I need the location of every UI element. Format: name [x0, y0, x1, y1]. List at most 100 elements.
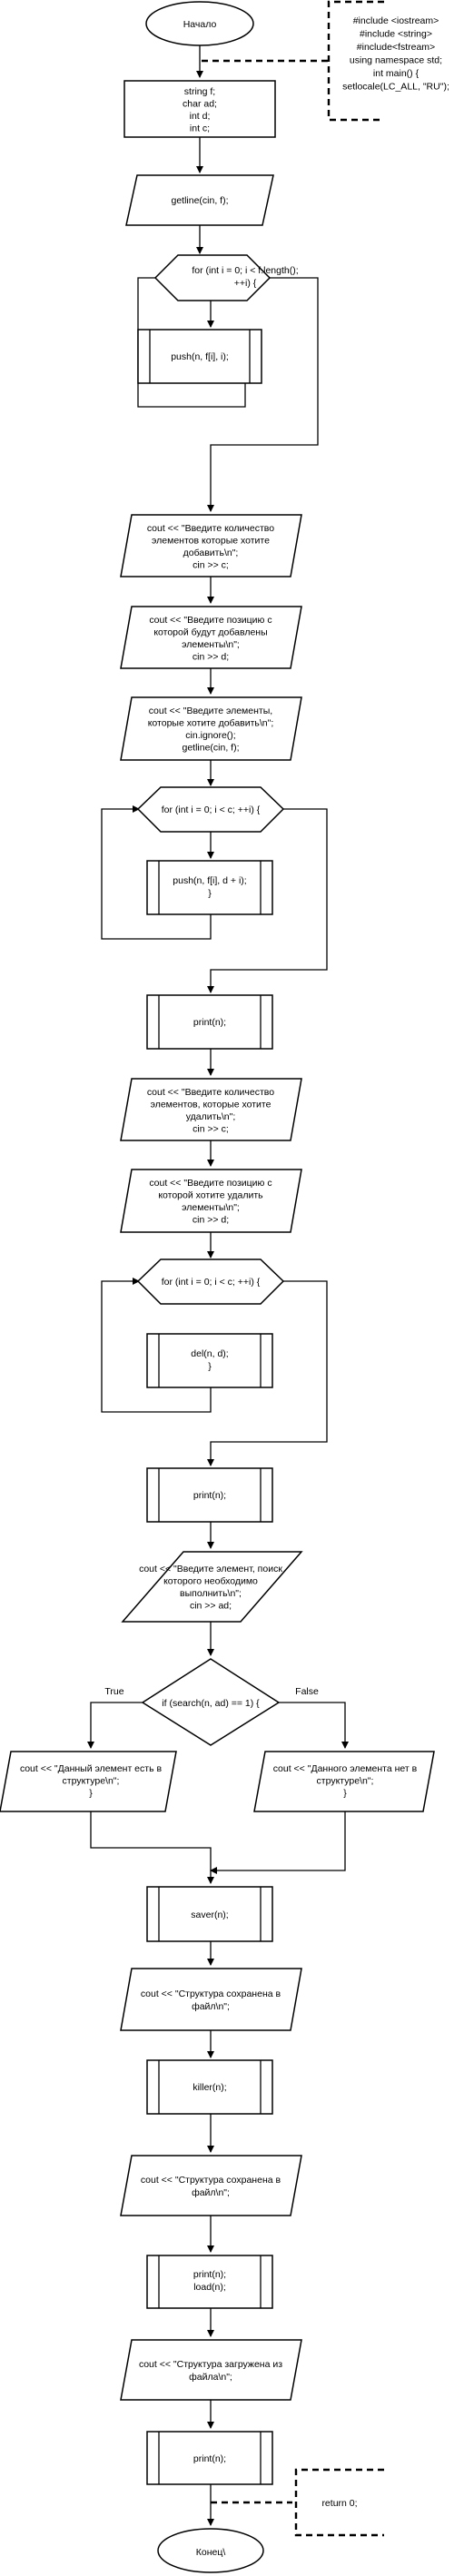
label-line: cout << "Структура сохранена в — [141, 2175, 281, 2186]
label-line: for (int i = 0; i < c; ++i) { — [162, 1277, 261, 1288]
killer-text: killer(n); — [193, 2082, 226, 2093]
print1-subprocess — [146, 994, 273, 1050]
loop3-preparation — [136, 1258, 285, 1305]
label-line: cout << "Введите количество — [147, 523, 274, 534]
label-line: } — [343, 1788, 347, 1799]
label-line: удалить\n"; — [186, 1111, 236, 1122]
edge-loop-exit — [207, 1280, 328, 1466]
getline-io — [125, 174, 274, 226]
label-line: которые хотите добавить\n"; — [148, 718, 274, 729]
false-branch-label: False — [295, 1686, 319, 1697]
note-return-bracket — [294, 2468, 384, 2537]
loop1-preparation — [153, 254, 271, 301]
declarations-process — [123, 80, 276, 138]
label-line: элементы\n"; — [182, 639, 240, 650]
label-line: cout << "Структура сохранена в — [141, 1989, 281, 1999]
label-line: cout << "Структура загружена из — [139, 2359, 282, 2370]
label-line: if (search(n, ad) == 1) { — [162, 1698, 260, 1709]
label-line: int d; — [190, 111, 211, 122]
label-line: выполнить\n"; — [180, 1588, 242, 1599]
label-line: Конец\ — [196, 2547, 226, 2558]
label-line: добавить\n"; — [183, 548, 239, 558]
label-line: cout << "Введите элемент, поиск — [139, 1564, 282, 1574]
label-line: del(n, d); — [191, 1348, 228, 1359]
end-label: Конец\ — [196, 2547, 226, 2558]
label-line: return 0; — [321, 2498, 357, 2509]
print3-subprocess — [146, 2431, 273, 2485]
input-elements-io — [120, 696, 302, 761]
label-line: saver(n); — [191, 1910, 228, 1920]
flowchart-edges — [87, 45, 349, 2526]
label-line: элементы\n"; — [182, 1202, 240, 1213]
label-line: cin >> c; — [193, 560, 229, 571]
label-line: push(n, f[i], d + i); — [173, 875, 246, 886]
not-found-output-io — [253, 1751, 435, 1812]
decision-text: if (search(n, ad) == 1) { — [162, 1698, 260, 1709]
label-line: char ad; — [183, 99, 217, 110]
label-line: #include <iostream> — [353, 15, 439, 26]
note-includes-bracket — [327, 0, 384, 122]
label-line: setlocale(LC_ALL, "RU"); — [342, 82, 449, 93]
print2-text: print(n); — [193, 1490, 226, 1501]
label-line: print(n); — [193, 2453, 226, 2464]
start-terminator — [145, 1, 254, 46]
print2-subprocess — [146, 1467, 273, 1523]
push2-subprocess — [146, 860, 273, 915]
push1-subprocess — [137, 329, 262, 384]
label-line: string f; — [184, 86, 215, 97]
loop2-text: for (int i = 0; i < c; ++i) { — [162, 804, 261, 815]
label-line: cout << "Данный элемент есть в — [20, 1763, 163, 1774]
label-line: Начало — [183, 19, 217, 30]
print-load-subprocess — [146, 2255, 273, 2309]
loop1-text: for (int i = 0; i < f.length();++i) { — [192, 265, 298, 289]
end-terminator — [157, 2528, 264, 2573]
label-line: cout << "Введите элементы, — [149, 706, 272, 716]
label-line: getline(cin, f); — [182, 743, 239, 754]
label-line: killer(n); — [193, 2082, 226, 2093]
label-line: print(n); — [193, 1490, 226, 1501]
loop2-preparation — [136, 786, 285, 833]
label-line: cin >> d; — [193, 1215, 229, 1226]
label-line: #include<fstream> — [357, 42, 435, 53]
label-line: структуре\n"; — [317, 1776, 374, 1787]
delete-position-io — [120, 1169, 302, 1233]
note-includes-text: #include <iostream>#include <string>#inc… — [342, 15, 449, 93]
label-line: cin >> d; — [193, 652, 229, 663]
label-line: cin.ignore(); — [185, 730, 235, 741]
label-line: load(n); — [193, 2282, 226, 2293]
print3-text: print(n); — [193, 2453, 226, 2464]
getline-text: getline(cin, f); — [171, 195, 228, 206]
label-line: cout << "Введите позицию с — [149, 1178, 271, 1189]
loaded-output-io — [120, 2339, 302, 2401]
declarations-text: string f;char ad;int d;int c; — [183, 86, 217, 134]
label-line: cin >> ad; — [190, 1601, 232, 1612]
edge-loop-back — [137, 274, 246, 408]
input-position-io — [120, 606, 302, 669]
search-decision — [141, 1658, 281, 1746]
search-input-io — [121, 1551, 303, 1623]
input-count-io — [120, 514, 302, 577]
edge-false-branch — [279, 1702, 349, 1749]
start-label: Начало — [183, 19, 217, 30]
label-line: push(n, f[i], i); — [171, 351, 229, 362]
edge-loop-exit — [207, 277, 319, 512]
edge-loop-back — [101, 1278, 212, 1413]
saver-subprocess — [146, 1886, 273, 1942]
label-line: } — [208, 1361, 212, 1372]
print1-text: print(n); — [193, 1017, 226, 1028]
label-line: for (int i = 0; i < f.length(); — [192, 265, 298, 276]
label-line: getline(cin, f); — [171, 195, 228, 206]
label-line: for (int i = 0; i < c; ++i) { — [162, 804, 261, 815]
delete-count-io — [120, 1078, 302, 1141]
label-line: print(n); — [193, 2269, 226, 2280]
push1-text: push(n, f[i], i); — [171, 351, 229, 362]
label-line: } — [208, 888, 212, 899]
label-line: int main() { — [373, 68, 420, 79]
print-load-text: print(n); load(n); — [193, 2269, 226, 2293]
